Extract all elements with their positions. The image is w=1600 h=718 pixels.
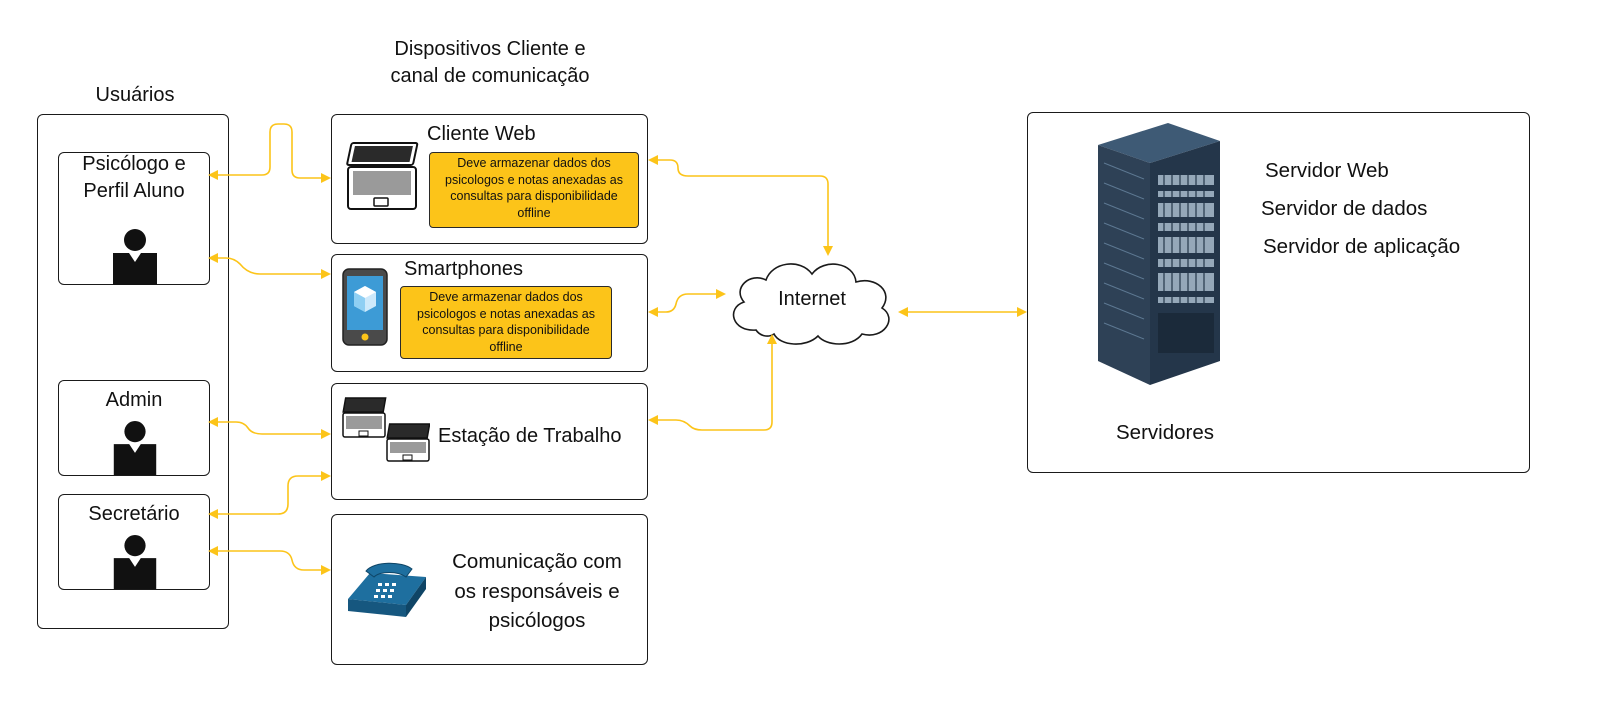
note-line: psicologos e notas anexadas as bbox=[417, 306, 595, 321]
users-header: Usuários bbox=[95, 84, 175, 106]
note-line: Deve armazenar dados dos bbox=[457, 156, 611, 170]
device-comunicacao-box: Comunicação com os responsáveis e psicól… bbox=[331, 514, 648, 665]
device-comunicacao-title: Comunicação com os responsáveis e psicól… bbox=[432, 547, 642, 636]
device-estacao-box: Estação de Trabalho bbox=[331, 383, 648, 500]
connector-secretario-estacao bbox=[208, 471, 331, 519]
device-comunicacao-line3: psicólogos bbox=[488, 609, 586, 633]
person-icon bbox=[113, 229, 157, 285]
connector-psicologo-web bbox=[208, 123, 331, 183]
person-icon bbox=[113, 421, 157, 475]
connector-secretario-comunicacao bbox=[208, 546, 331, 575]
servers-label: Servidores bbox=[1116, 421, 1214, 444]
device-smartphones-box: Smartphones Deve armazenar dados dos psi… bbox=[331, 254, 648, 372]
note-line: consultas para disponibilidade bbox=[422, 323, 590, 337]
telephone-icon bbox=[348, 562, 426, 617]
user-psicologo-label: Psicólogo e Perfil Aluno bbox=[59, 151, 209, 205]
devices-header-line2: canal de comunicação bbox=[390, 65, 590, 87]
server-item-dados: Servidor de dados bbox=[1261, 197, 1428, 220]
devices-header-line1: Dispositivos Cliente e bbox=[394, 38, 586, 60]
connector-estacao-internet bbox=[648, 334, 777, 431]
user-psicologo-line2: Perfil Aluno bbox=[83, 180, 185, 202]
cloud-icon bbox=[732, 263, 890, 345]
note-line: Deve armazenar dados dos bbox=[429, 290, 583, 304]
device-smartphones-title: Smartphones bbox=[404, 258, 523, 280]
device-cliente-web-box: Cliente Web Deve armazenar dados dos psi… bbox=[331, 114, 648, 244]
server-item-aplicacao: Servidor de aplicação bbox=[1263, 235, 1461, 258]
server-item-web: Servidor Web bbox=[1265, 159, 1389, 182]
workstation-icon bbox=[342, 397, 430, 462]
servers-box: Servidor Web Servidor de dados Servidor … bbox=[1027, 112, 1530, 473]
note-line: offline bbox=[489, 339, 523, 354]
devices-header: Dispositivos Cliente e canal de comunica… bbox=[340, 36, 640, 90]
smartphone-icon bbox=[342, 268, 388, 346]
device-smartphones-note: Deve armazenar dados dos psicologos e no… bbox=[400, 286, 612, 359]
user-secretario-label: Secretário bbox=[88, 503, 180, 525]
user-admin-label: Admin bbox=[105, 389, 163, 411]
connector-admin-estacao bbox=[208, 417, 331, 439]
note-line: consultas para disponibilidade bbox=[450, 189, 618, 203]
user-admin-box: Admin bbox=[58, 380, 210, 476]
laptop-icon bbox=[346, 142, 419, 210]
connector-smartphones-internet bbox=[648, 289, 726, 317]
note-line: psicologos e notas anexadas as bbox=[445, 172, 623, 187]
device-estacao-title: Estação de Trabalho bbox=[438, 425, 622, 447]
person-icon bbox=[113, 535, 157, 589]
internet-label: Internet bbox=[778, 288, 846, 310]
user-secretario-box: Secretário bbox=[58, 494, 210, 590]
device-comunicacao-line2: os responsáveis e bbox=[454, 579, 620, 603]
user-psicologo-box: Psicólogo e Perfil Aluno bbox=[58, 152, 210, 285]
device-cliente-web-note: Deve armazenar dados dos psicologos e no… bbox=[429, 152, 639, 228]
device-cliente-web-title: Cliente Web bbox=[427, 123, 536, 145]
connector-psicologo-smartphones bbox=[208, 253, 331, 279]
server-rack-icon bbox=[1098, 123, 1220, 385]
device-comunicacao-line1: Comunicação com bbox=[452, 550, 622, 573]
note-line: offline bbox=[517, 205, 551, 220]
user-psicologo-line1: Psicólogo e bbox=[82, 153, 186, 175]
connector-web-internet bbox=[648, 155, 833, 256]
